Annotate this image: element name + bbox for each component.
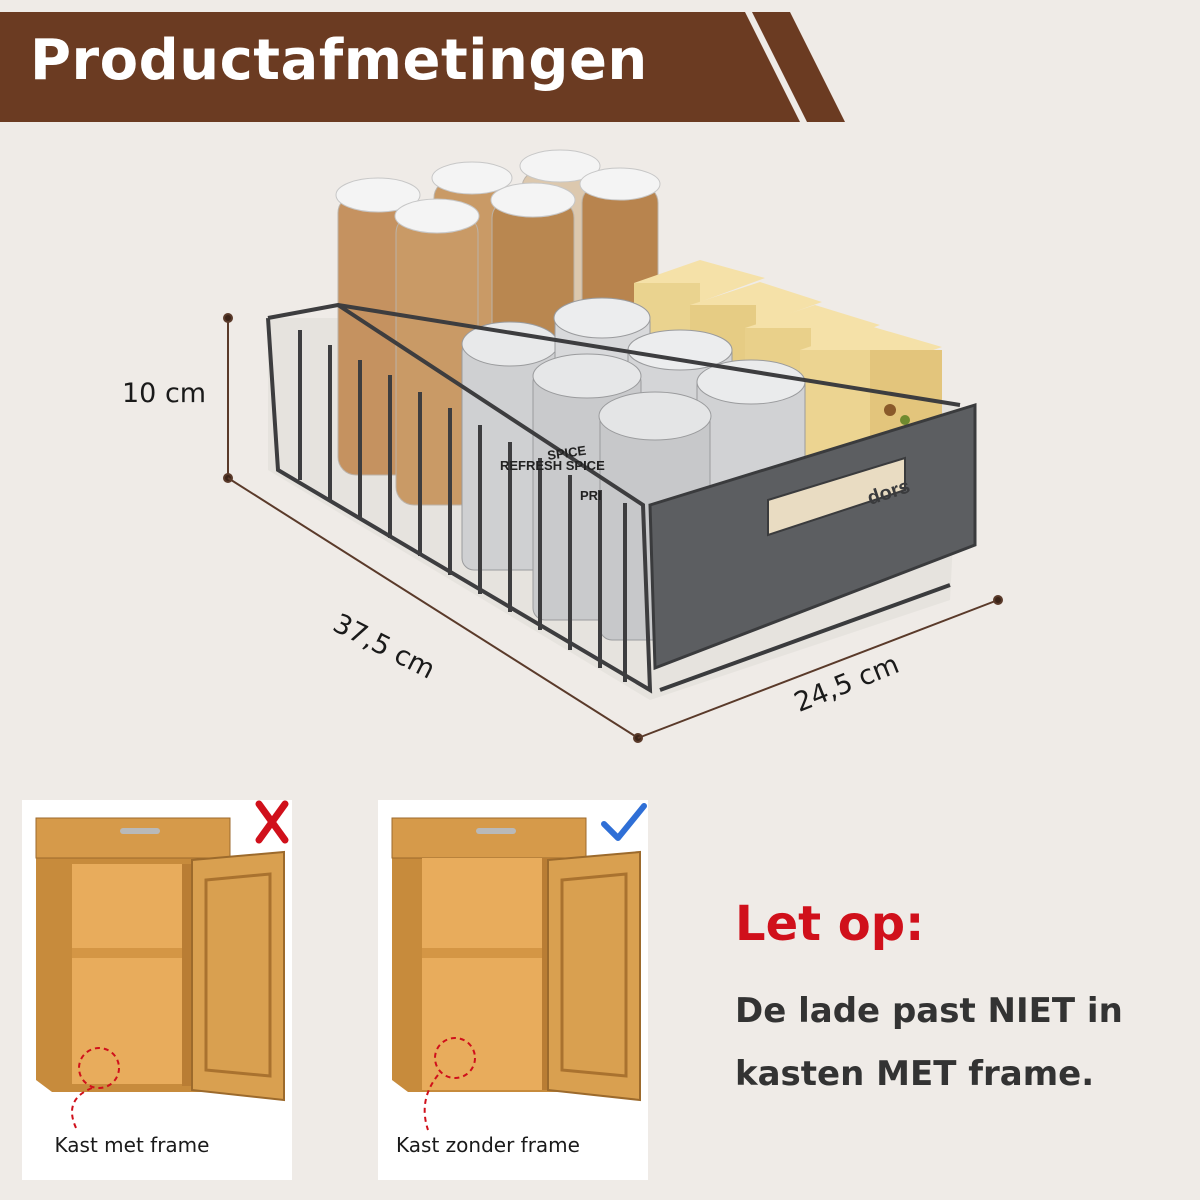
cabinet-card-with-frame: Kast met frame (22, 800, 292, 1180)
page-title: Productafmetingen (30, 28, 648, 93)
height-dimension-label: 10 cm (122, 378, 207, 409)
checkmark-icon (601, 803, 647, 841)
notice-text: De lade past NIET in kasten MET frame. (735, 991, 1123, 1094)
jar-label: SPICE (546, 443, 587, 463)
cabinet-caption: Kast met frame (54, 1133, 210, 1157)
cabinet-caption: Kast zonder frame (396, 1133, 580, 1157)
notice-title: Let op: (735, 896, 925, 952)
cabinet-card-without-frame: Kast zonder frame (378, 800, 648, 1180)
jar-label: PRI (580, 488, 602, 503)
banner-shape (0, 12, 845, 122)
jar-label: REFRESH SPICE (500, 458, 605, 473)
drawer-basket (266, 149, 977, 700)
cross-icon (255, 800, 289, 844)
cabinet-without-frame-illustration (391, 817, 641, 1131)
dimension-lines (223, 313, 1003, 743)
wire-frame (266, 302, 961, 694)
cabinet-with-frame-illustration (35, 817, 285, 1131)
front-panel (648, 402, 977, 692)
header-banner: Productafmetingen (0, 0, 1200, 130)
